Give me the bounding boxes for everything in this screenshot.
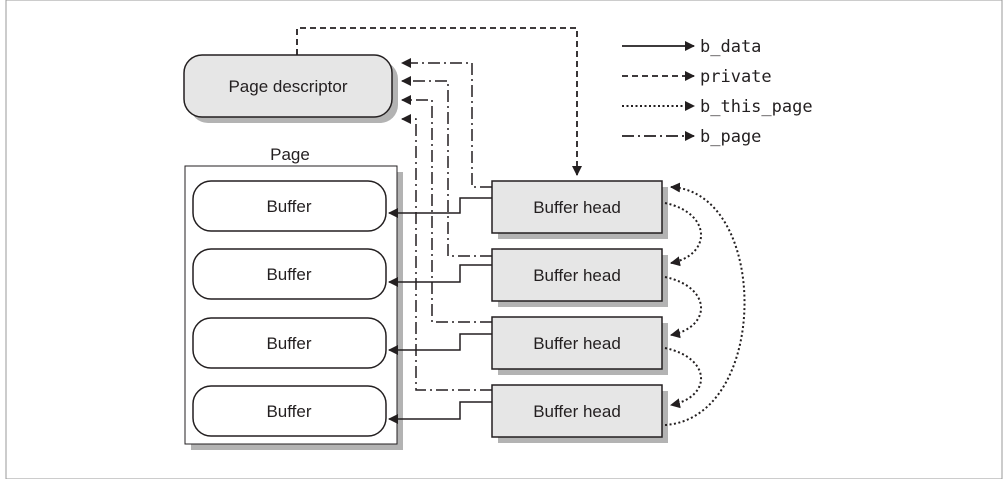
b-data-arrow-1 <box>388 264 492 287</box>
private-arrow <box>296 27 582 176</box>
page-descriptor-box: Page descriptor <box>183 54 398 123</box>
legend-label: private <box>700 67 772 87</box>
buffer-label: Buffer <box>266 402 311 421</box>
legend-item-b-data: b_data <box>622 37 761 57</box>
buffer-head-0: Buffer head <box>491 180 668 239</box>
legend: b_data private b_this_page b_page <box>622 37 813 147</box>
page-descriptor-label: Page descriptor <box>228 77 347 96</box>
b-this-page-arrow-2 <box>664 347 702 409</box>
buffer-head-1: Buffer head <box>491 248 668 307</box>
b-page-arrow-2 <box>401 95 492 323</box>
b-page-arrow-0 <box>401 58 492 188</box>
page-label: Page <box>270 145 310 164</box>
legend-item-private: private <box>622 67 772 87</box>
legend-item-b-this-page: b_this_page <box>622 97 813 117</box>
b-this-page-arrow-3 <box>664 182 746 426</box>
buffer-label: Buffer <box>266 197 311 216</box>
legend-label: b_data <box>700 37 761 57</box>
b-data-arrow-0 <box>388 197 492 218</box>
buffer-head-label: Buffer head <box>533 266 621 285</box>
b-page-arrow-3 <box>401 114 492 391</box>
b-this-page-arrow-0 <box>664 202 702 267</box>
b-data-arrows <box>388 197 492 424</box>
buffer-head-label: Buffer head <box>533 402 621 421</box>
buffer-head-3: Buffer head <box>491 384 668 443</box>
b-data-arrow-2 <box>388 333 492 355</box>
legend-item-b-page: b_page <box>622 127 761 147</box>
legend-label: b_page <box>700 127 761 147</box>
buffer-1: Buffer <box>192 248 387 300</box>
b-this-page-arrows <box>664 182 746 426</box>
buffer-3: Buffer <box>192 385 387 437</box>
buffer-head-2: Buffer head <box>491 316 668 375</box>
buffer-label: Buffer <box>266 334 311 353</box>
b-this-page-arrow-1 <box>664 276 702 339</box>
legend-label: b_this_page <box>700 97 813 117</box>
buffer-2: Buffer <box>192 317 387 369</box>
buffer-head-label: Buffer head <box>533 334 621 353</box>
buffer-head-label: Buffer head <box>533 198 621 217</box>
b-data-arrow-3 <box>388 401 492 424</box>
figure-frame <box>5 0 1003 479</box>
buffer-label: Buffer <box>266 265 311 284</box>
b-page-arrows <box>401 58 492 391</box>
b-page-arrow-1 <box>401 76 492 257</box>
buffer-0: Buffer <box>192 180 387 232</box>
